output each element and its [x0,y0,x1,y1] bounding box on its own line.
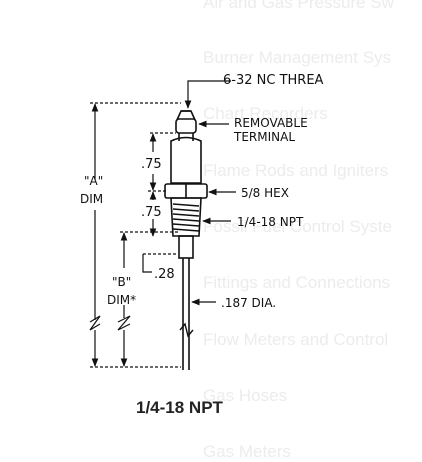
dim-075-lower: .75 [141,205,162,220]
menu-item-pressure-switches[interactable]: Air and Gas Pressure Sw [203,0,394,12]
dim-075-upper: .75 [141,157,162,172]
menu-item-gas-hoses[interactable]: Gas Hoses [203,386,288,405]
dim-a-label: "A" [84,174,103,188]
menu-item-flame-rods[interactable]: Flame Rods and Igniters [203,161,389,180]
menu-item-flow-meters[interactable]: Flow Meters and Control [203,330,389,349]
dim-a-text: DIM [80,192,103,206]
terminal-callout-line2: TERMINAL [233,130,295,144]
menu-item-burner-management[interactable]: Burner Management Sys [203,48,392,67]
terminal-callout-line1: REMOVABLE [234,116,308,130]
thread-callout: 6-32 NC THREA [223,73,324,88]
dim-b-text: DIM* [107,293,136,307]
npt-callout: 1/4-18 NPT [237,215,304,229]
dimension-lines [89,80,236,368]
drawing-caption: 1/4-18 NPT [136,398,224,417]
part-outline [164,110,208,370]
hex-callout: 5/8 HEX [241,186,289,200]
dim-b-label: "B" [112,275,131,289]
menu-item-fossil-fuel[interactable]: Fossil Fuel Control Syste [203,217,392,236]
dim-028: .28 [154,267,175,282]
menu-item-fittings[interactable]: Fittings and Connections [203,273,391,292]
dia-callout: .187 DIA. [221,296,276,310]
menu-item-chart-recorders[interactable]: Chart Recorders [203,104,328,123]
menu-item-gas-meters[interactable]: Gas Meters [203,442,291,461]
